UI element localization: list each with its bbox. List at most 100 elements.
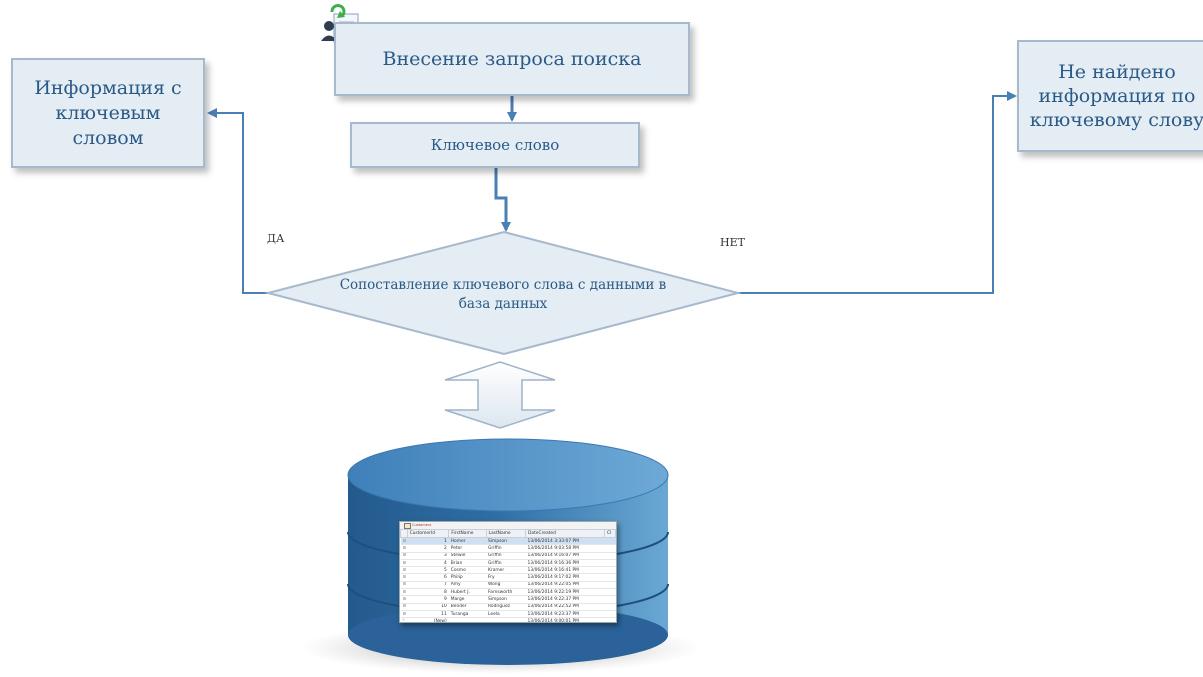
table-cell: 8 xyxy=(407,588,449,597)
table-cell xyxy=(604,595,616,604)
table-cell xyxy=(448,617,487,622)
table-cell: Farnsworth xyxy=(486,588,526,597)
table-cell: ⊞ xyxy=(400,544,408,553)
table-cell: * xyxy=(400,617,408,622)
table-cell: 1 xyxy=(407,537,449,546)
table-cell: 13/06/2014 9:16:07 PM xyxy=(525,552,605,560)
table-column-header: CustomerId xyxy=(406,529,450,538)
table-cell: Wong xyxy=(486,581,526,590)
table-cell xyxy=(604,610,616,619)
not-found-box: Не найдено информация по ключевому слову xyxy=(1017,40,1203,152)
table-cell: Griffin xyxy=(486,552,526,560)
table-cell: Hubert J. xyxy=(448,588,487,597)
table-cell: 6 xyxy=(407,573,449,582)
table-cell: 9 xyxy=(407,595,449,604)
table-cell: 13/06/2014 3:33:07 PM xyxy=(525,537,605,546)
table-cell: Stewie xyxy=(448,552,487,560)
table-cell: ⊞ xyxy=(400,581,408,590)
table-cell xyxy=(604,544,616,553)
table-cell: 13/06/2014 9:00:01 PM xyxy=(525,617,605,622)
table-cell: Leela xyxy=(486,610,526,619)
table-cell: 13/06/2014 9:03:58 PM xyxy=(525,544,605,553)
table-cell xyxy=(604,581,616,590)
table-cell: 13/06/2014 9:16:36 PM xyxy=(525,559,605,568)
table-cell xyxy=(604,559,616,568)
table-cell: Peter xyxy=(448,544,487,553)
table-cell: 13/06/2014 9:17:02 PM xyxy=(525,573,605,582)
arrow-decision-to-found xyxy=(207,108,268,294)
table-cell: 13/06/2014 9:23:37 PM xyxy=(525,610,605,619)
table-tab: Customers xyxy=(400,522,616,529)
table-cell: Cosmo xyxy=(448,566,487,575)
table-cell: 13/06/2014 9:22:37 PM xyxy=(525,595,605,604)
table-cell: Griffin xyxy=(486,544,526,553)
table-cell: Turanga xyxy=(448,610,487,619)
table-cell: Rodriguez xyxy=(486,603,526,611)
yes-label: ДА xyxy=(267,232,285,245)
table-cell xyxy=(604,573,616,582)
double-arrow-icon xyxy=(444,361,556,429)
table-row: *(New)13/06/2014 9:00:01 PM xyxy=(400,617,616,622)
table-cell: 2 xyxy=(407,544,449,553)
table-cell: Philip xyxy=(448,573,487,582)
keyword-box: Ключевое слово xyxy=(350,122,640,168)
decision-diamond xyxy=(264,230,742,356)
table-column-header xyxy=(400,529,408,538)
table-cell: ⊞ xyxy=(400,566,408,575)
table-cell: 13/06/2014 9:16:41 PM xyxy=(525,566,605,575)
table-cell xyxy=(604,588,616,597)
arrow-decision-to-notfound xyxy=(736,91,1017,294)
table-cell: Fry xyxy=(486,573,526,582)
table-cell: ⊞ xyxy=(400,610,408,619)
table-cell: 13/06/2014 9:22:05 PM xyxy=(525,581,605,590)
table-cell: ⊞ xyxy=(400,573,408,582)
table-cell: Marge xyxy=(448,595,487,604)
table-cell: Kramer xyxy=(486,566,526,575)
table-cell: 5 xyxy=(407,566,449,575)
table-cell xyxy=(604,552,616,560)
found-info-box: Информация с ключевым словом xyxy=(11,58,205,168)
table-cell: ⊞ xyxy=(400,537,408,546)
table-cell: Bender xyxy=(448,603,487,611)
table-column-header: FirstName xyxy=(448,529,487,538)
table-cell: 7 xyxy=(407,581,449,590)
table-cell: Amy xyxy=(448,581,487,590)
search-query-box: Внесение запроса поиска xyxy=(334,22,690,96)
table-cell: ⊞ xyxy=(400,588,408,597)
table-cell: Homer xyxy=(448,537,487,546)
table-cell: Simpson xyxy=(486,537,526,546)
decision-label: Сопоставление ключевого слова с данными … xyxy=(339,277,667,312)
table-cell xyxy=(604,537,616,546)
table-cell: ⊞ xyxy=(400,559,408,568)
table-cell xyxy=(486,617,526,622)
table-cell: 13/06/2014 9:22:52 PM xyxy=(525,603,605,611)
table-column-header: DateCreated xyxy=(525,529,605,538)
table-column-header: LastName xyxy=(485,529,527,538)
table-cell: 10 xyxy=(407,603,449,611)
table-cell xyxy=(604,603,616,611)
table-cell xyxy=(604,566,616,575)
table-cell: 11 xyxy=(407,610,449,619)
table-column-header: Cl xyxy=(603,529,616,538)
table-cell: Griffin xyxy=(486,559,526,568)
table-cell xyxy=(604,617,616,622)
table-cell: ⊞ xyxy=(400,595,408,604)
table-cell: ⊞ xyxy=(400,603,408,611)
table-cell: ⊞ xyxy=(400,552,408,560)
table-cell: Simpson xyxy=(486,595,526,604)
no-label: НЕТ xyxy=(720,236,745,249)
table-cell: 13/06/2014 9:22:19 PM xyxy=(525,588,605,597)
